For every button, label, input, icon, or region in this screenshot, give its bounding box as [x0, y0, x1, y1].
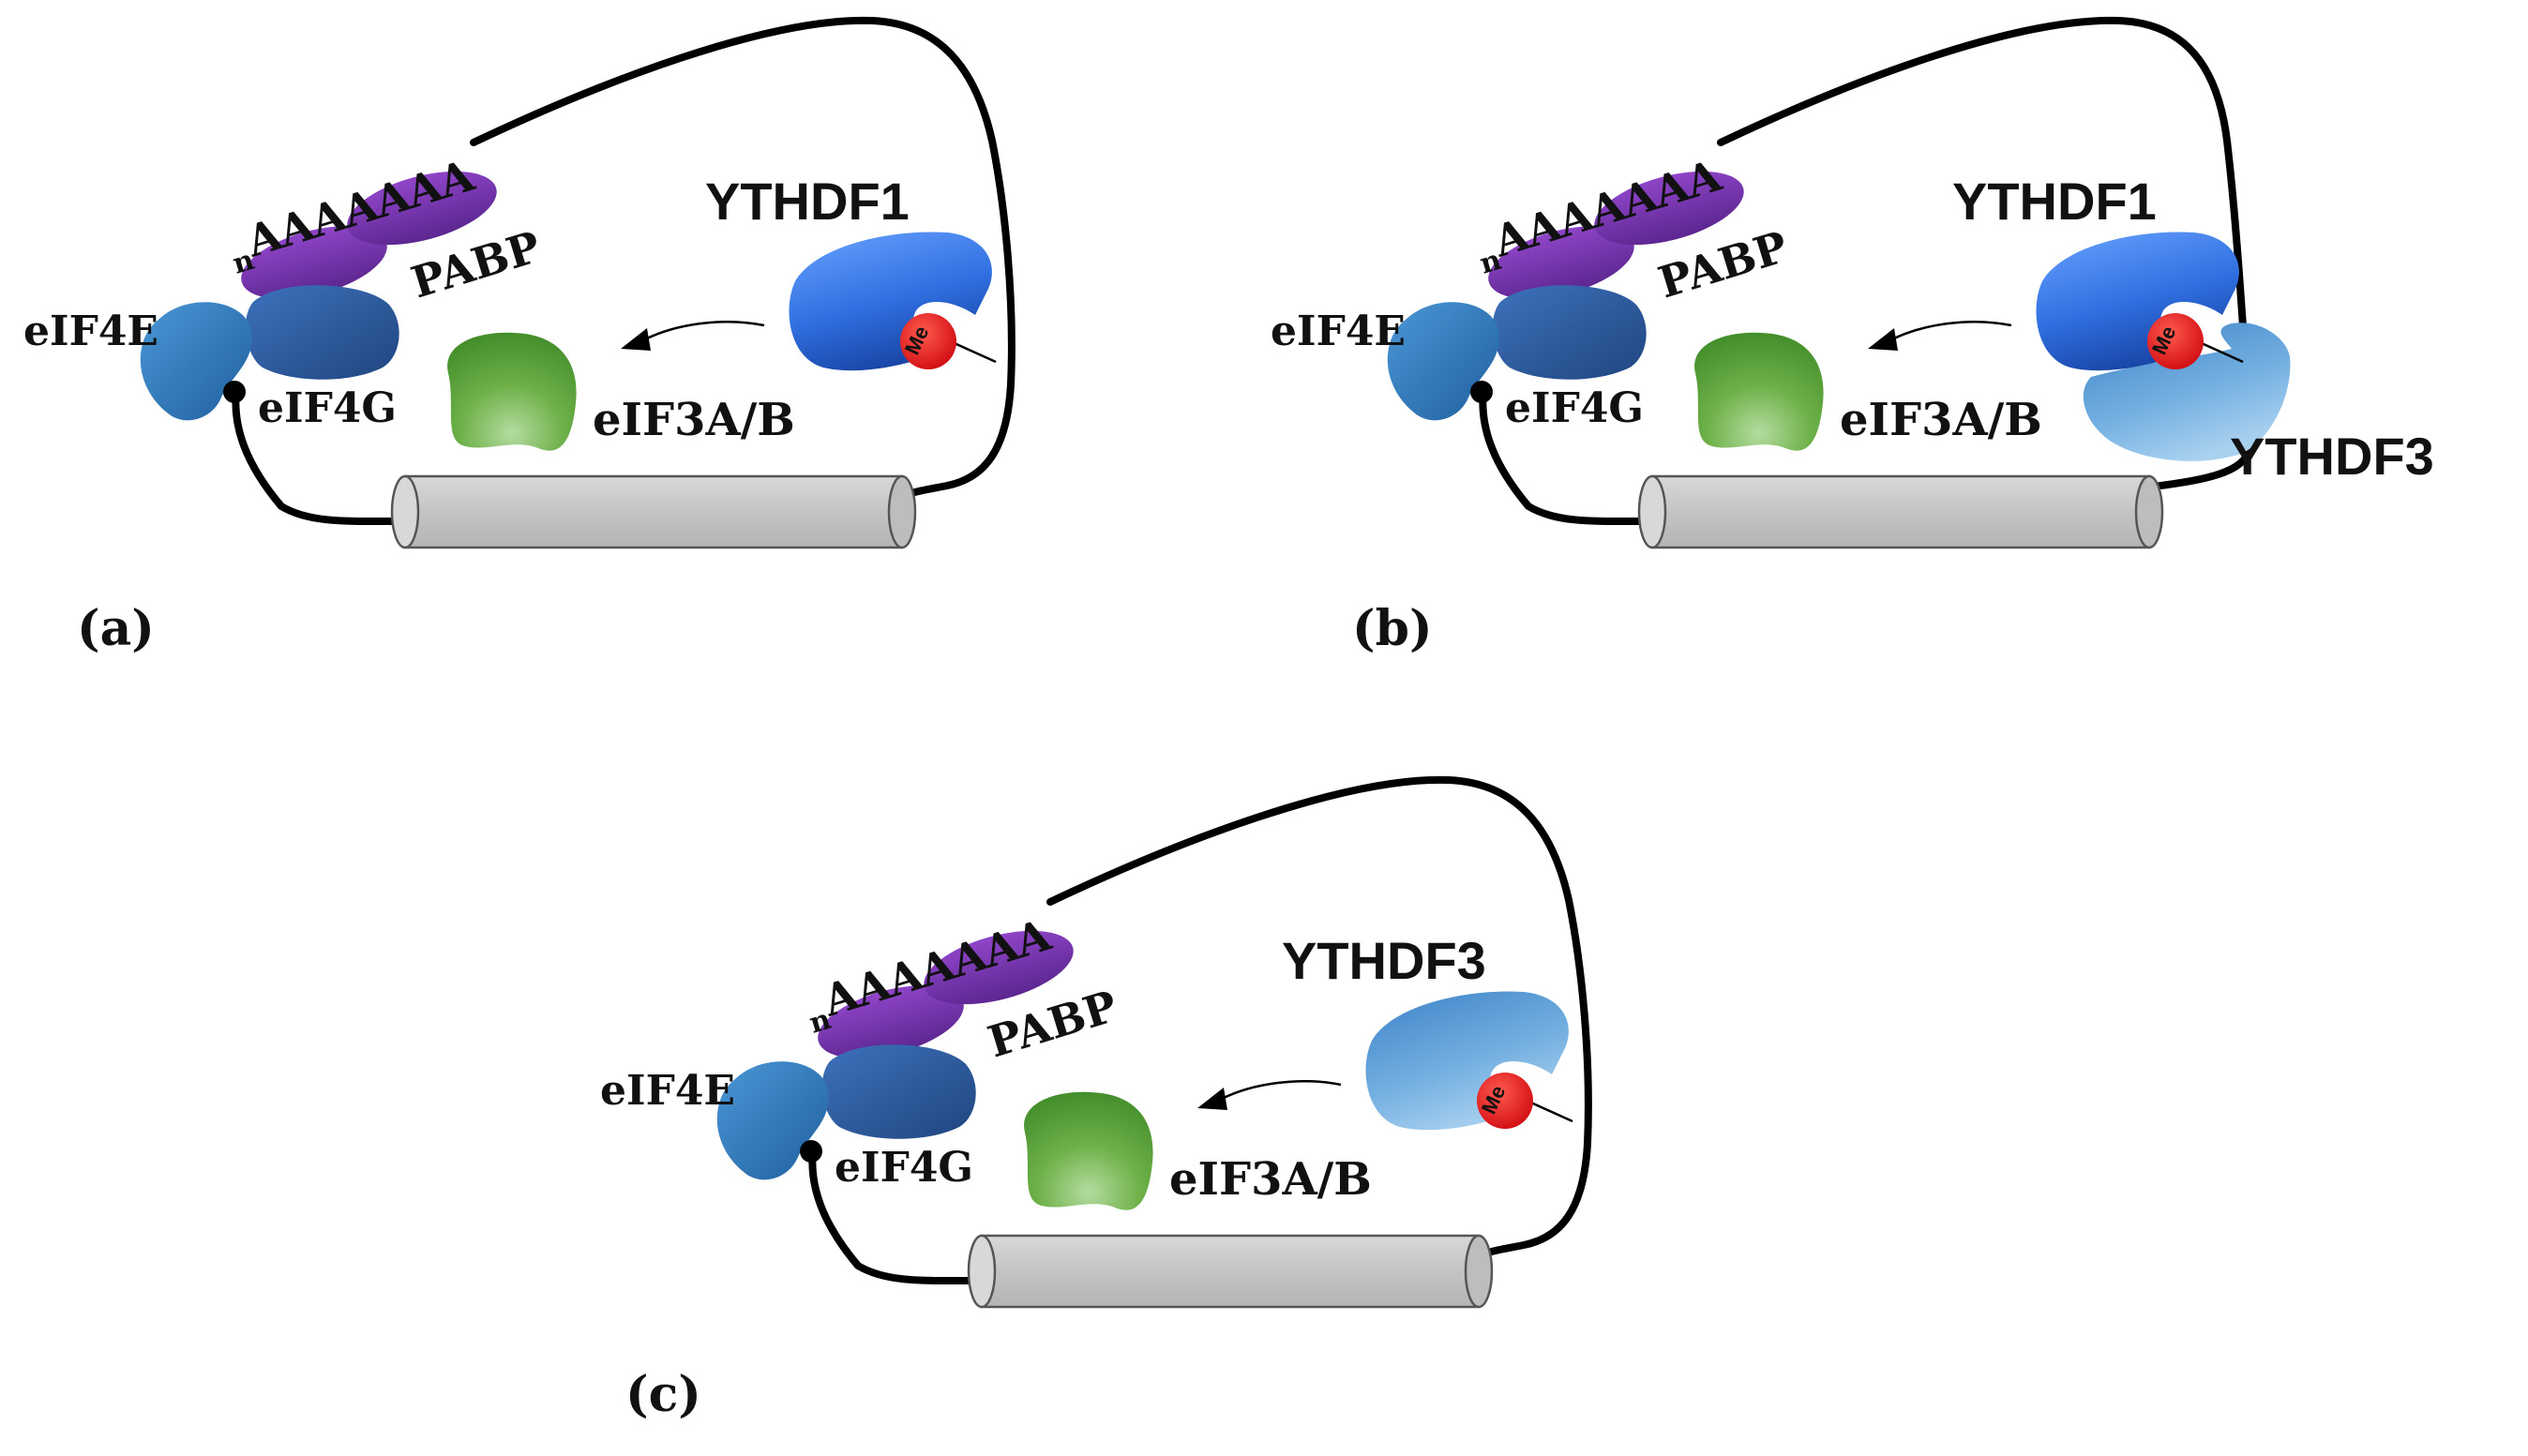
- coding-region-cylinder: [967, 1234, 1494, 1309]
- panel-caption: (b): [1352, 600, 1433, 657]
- cap-structure: [800, 1140, 822, 1163]
- arrowhead-icon: [1868, 328, 1898, 351]
- mrna-strand-bottom: [232, 386, 405, 526]
- recruitment-arrow: [1221, 1080, 1342, 1101]
- m6a-methyl-mark: [900, 313, 956, 369]
- ythdf1-protein: [2036, 232, 2239, 371]
- panel-caption: (c): [625, 1366, 701, 1423]
- recruitment-arrow: [1891, 321, 2012, 341]
- cap-structure: [1470, 381, 1493, 403]
- mrna-strand-top: [470, 16, 1016, 501]
- pabp-protein: [241, 171, 497, 299]
- pabp-protein: [1488, 171, 1744, 299]
- mrna-strand-bottom: [808, 1146, 982, 1285]
- eif3-label: eIF3A/B: [593, 394, 795, 446]
- arrowhead-icon: [1197, 1088, 1227, 1110]
- ythdf3-protein: [2083, 323, 2291, 461]
- coding-region-cylinder: [1637, 474, 2164, 549]
- eif4g-protein: [821, 1044, 976, 1139]
- mrna-strand-bottom: [1479, 386, 1652, 526]
- eif3-protein: [1024, 1091, 1153, 1210]
- eif3-label: eIF3A/B: [1840, 394, 2042, 446]
- reader-title: YTHDF3: [1282, 931, 1486, 990]
- eif3-protein: [447, 332, 577, 451]
- eif4g-protein: [1492, 285, 1647, 380]
- reader-title: YTHDF1: [1952, 172, 2157, 231]
- eif4e-label: eIF4E: [1271, 308, 1406, 355]
- eif3-label: eIF3A/B: [1169, 1153, 1372, 1206]
- second-reader-title: YTHDF3: [2230, 427, 2434, 486]
- coding-region-cylinder: [390, 474, 917, 549]
- eif4e-label: eIF4E: [600, 1067, 735, 1115]
- pabp-protein: [818, 930, 1074, 1058]
- eif4g-label: eIF4G: [1505, 384, 1644, 432]
- recruitment-arrow: [644, 321, 765, 341]
- m6a-methyl-mark: [2147, 313, 2204, 369]
- ythdf3-protein: [1365, 991, 1569, 1131]
- eif3-protein: [1694, 332, 1824, 451]
- mrna-strand-top: [1717, 16, 2254, 491]
- cap-structure: [223, 381, 246, 403]
- reader-title: YTHDF1: [705, 172, 910, 231]
- eif4g-label: eIF4G: [835, 1144, 973, 1192]
- arrowhead-icon: [621, 328, 651, 351]
- mrna-strand-top: [1046, 775, 1592, 1260]
- panel-caption: (a): [77, 600, 155, 657]
- eif4g-label: eIF4G: [258, 384, 397, 432]
- ythdf1-protein: [789, 232, 992, 371]
- eif4e-label: eIF4E: [23, 308, 158, 355]
- eif4g-protein: [245, 285, 399, 380]
- m6a-methyl-mark: [1477, 1073, 1533, 1129]
